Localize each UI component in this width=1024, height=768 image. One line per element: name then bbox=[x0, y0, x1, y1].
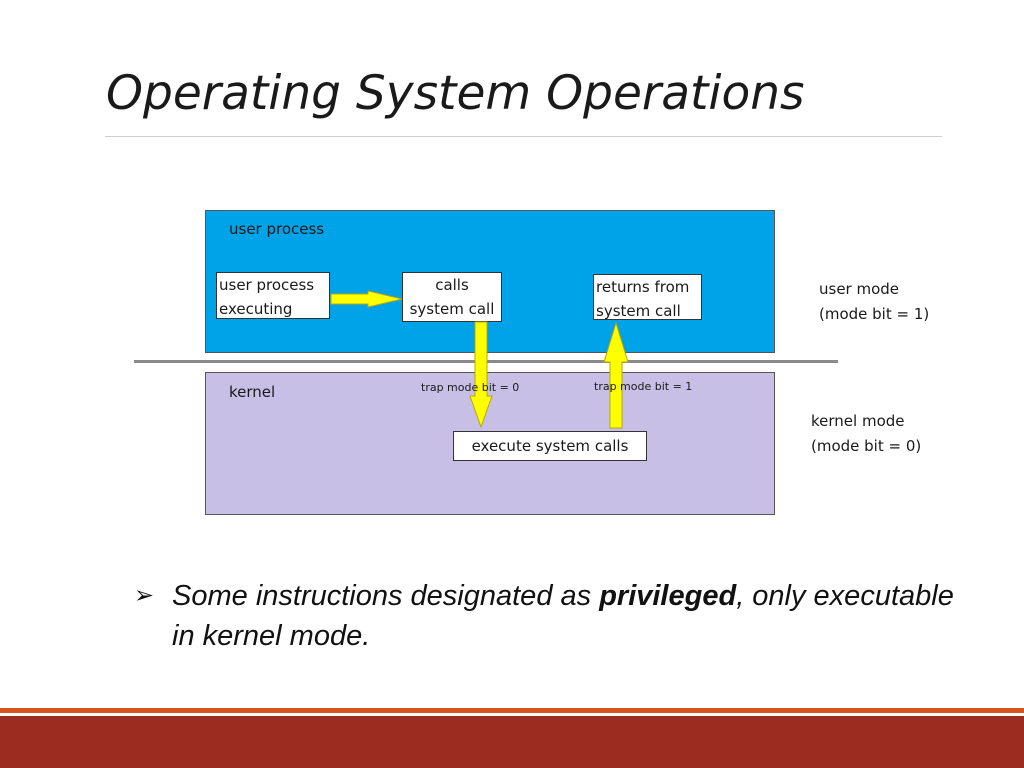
bullet-text-after: , only executable in kernel mode. bbox=[172, 580, 954, 652]
title-underline bbox=[105, 136, 942, 137]
footer-bar bbox=[0, 716, 1024, 768]
returns-from-system-call-line1: returns from bbox=[596, 278, 690, 296]
user-mode-line2: (mode bit = 1) bbox=[819, 305, 930, 323]
mode-divider-line bbox=[134, 360, 838, 363]
calls-system-call-line2: system call bbox=[409, 300, 495, 318]
privileged-keyword: privileged bbox=[599, 580, 737, 612]
execute-system-calls-box: execute system calls bbox=[453, 431, 647, 461]
user-process-executing-box: user process executing bbox=[216, 272, 330, 319]
user-process-executing-line2: executing bbox=[219, 300, 293, 318]
trap-mode-bit-0-label: trap mode bit = 0 bbox=[421, 381, 520, 394]
calls-system-call-line1: calls bbox=[435, 276, 469, 294]
arrow-bullet-icon: ➢ bbox=[134, 582, 155, 609]
user-mode-line1: user mode bbox=[819, 280, 900, 298]
kernel-mode-label: kernel mode (mode bit = 0) bbox=[811, 409, 921, 459]
user-mode-label: user mode (mode bit = 1) bbox=[819, 277, 929, 327]
returns-from-system-call-line2: system call bbox=[596, 302, 681, 320]
calls-system-call-box: calls system call bbox=[402, 272, 502, 322]
user-process-executing-line1: user process bbox=[219, 276, 315, 294]
trap-mode-bit-1-label: trap mode bit = 1 bbox=[594, 380, 693, 393]
kernel-mode-line1: kernel mode bbox=[811, 412, 905, 430]
bullet-text: Some instructions designated as privileg… bbox=[172, 576, 954, 656]
kernel-mode-line2: (mode bit = 0) bbox=[811, 437, 922, 455]
returns-from-system-call-box: returns from system call bbox=[593, 274, 702, 320]
footer-accent-line bbox=[0, 708, 1024, 713]
slide-title: Operating System Operations bbox=[106, 66, 805, 121]
kernel-region-label: kernel bbox=[229, 383, 276, 401]
user-process-region-label: user process bbox=[229, 220, 325, 238]
bullet-text-before: Some instructions designated as bbox=[172, 580, 600, 612]
bullet-point: ➢ Some instructions designated as privil… bbox=[134, 576, 954, 656]
